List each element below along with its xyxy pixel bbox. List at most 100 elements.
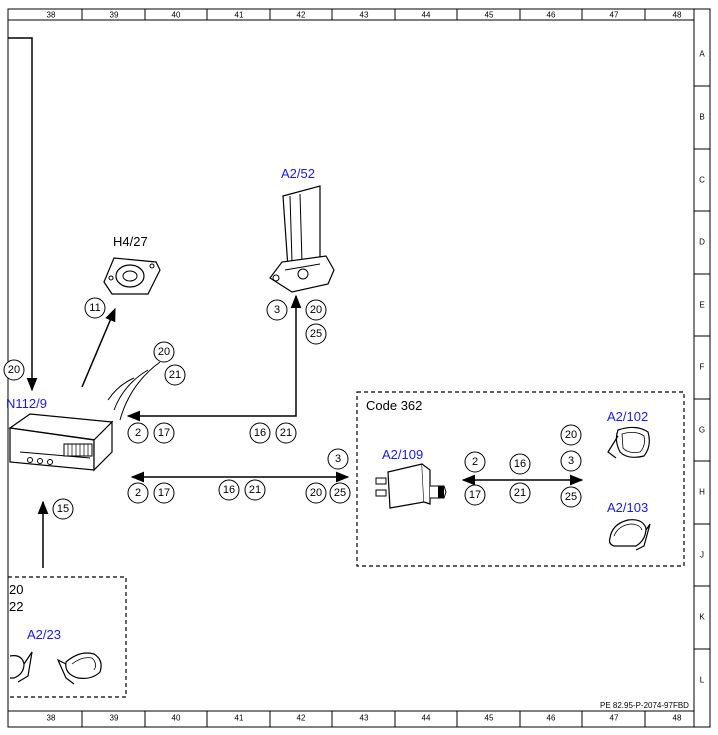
signal-number: 3 (335, 453, 341, 465)
signal-line-to-speaker (81, 307, 116, 388)
control-unit-icon (8, 413, 114, 472)
signal-bubble (84, 297, 106, 319)
column-ruler-top: 38 39 40 41 42 43 44 45 46 47 48 (47, 9, 682, 20)
row-label: B (699, 113, 704, 122)
signal-bubble (560, 486, 582, 508)
signal-bubble (305, 323, 327, 345)
row-label: F (700, 363, 705, 372)
mirror-icon (9, 651, 33, 683)
signal-bubble (275, 422, 297, 444)
signal-bubble (305, 482, 327, 504)
row-label: K (699, 613, 705, 622)
col-label: 41 (235, 11, 244, 20)
col-label: 39 (110, 11, 119, 20)
signal-bubble (327, 448, 349, 470)
col-label: 44 (422, 11, 431, 20)
row-label: L (700, 676, 705, 685)
col-label: 44 (422, 714, 431, 723)
a2-52-label: A2/52 (281, 166, 315, 181)
col-label: 48 (673, 11, 682, 20)
signal-number: 20 (158, 346, 170, 358)
col-label: 43 (360, 11, 369, 20)
speaker-icon (103, 257, 161, 295)
signal-number: 17 (158, 487, 170, 499)
col-label: 42 (297, 11, 306, 20)
incoming-signal-line (8, 37, 38, 392)
box-line: 22 (9, 599, 23, 614)
col-label: 42 (297, 714, 306, 723)
signal-number: 25 (310, 328, 322, 340)
col-label: 47 (610, 714, 619, 723)
row-ruler-right: A B C D E F G H J K L (694, 50, 710, 685)
a2-23-label: A2/23 (27, 627, 61, 642)
signal-number: 3 (274, 304, 280, 316)
signal-number: 17 (469, 489, 481, 501)
mirror-icon (607, 426, 650, 459)
signal-bubble (127, 482, 149, 504)
signal-number: 2 (135, 427, 141, 439)
signal-number: 20 (565, 429, 577, 441)
signal-bubble (153, 422, 175, 444)
antenna-module-icon (269, 185, 335, 293)
a2-103-label: A2/103 (607, 500, 648, 515)
signal-number: 21 (280, 427, 292, 439)
signal-number: 25 (565, 491, 577, 503)
code-362-label: Code 362 (366, 398, 422, 413)
border-frame (7, 8, 711, 728)
signal-bubble (329, 482, 351, 504)
col-label: 48 (673, 714, 682, 723)
signal-number: 15 (57, 503, 69, 515)
col-label: 43 (360, 714, 369, 723)
signal-number: 2 (472, 456, 478, 468)
signal-number: 3 (568, 455, 574, 467)
signal-bubble (464, 484, 486, 506)
signal-bubble (509, 453, 531, 475)
signal-bubble (305, 299, 327, 321)
row-label: G (699, 426, 705, 435)
signal-number: 2 (135, 487, 141, 499)
connection-a2-52 (126, 294, 302, 422)
h4-27-label: H4/27 (113, 234, 148, 249)
signal-number: 16 (254, 427, 266, 439)
row-label: J (700, 551, 704, 560)
signal-number: 16 (223, 484, 235, 496)
signal-bubble (464, 451, 486, 473)
a2-102-label: A2/102 (607, 409, 648, 424)
row-label: H (699, 488, 705, 497)
row-label: E (699, 301, 704, 310)
mirror-icon (608, 519, 651, 551)
signal-bubble (244, 479, 266, 501)
col-label: 38 (47, 11, 56, 20)
row-label: D (699, 238, 705, 247)
signal-bubble (560, 424, 582, 446)
signal-bubble (218, 479, 240, 501)
radio-waves-icon (107, 361, 161, 421)
lower-left-box (8, 576, 127, 698)
col-label: 45 (485, 714, 494, 723)
signal-bubble (3, 359, 25, 381)
signal-number: 25 (334, 487, 346, 499)
n112-9-label: N112/9 (6, 396, 47, 411)
col-label: 45 (485, 11, 494, 20)
signal-bubble (153, 482, 175, 504)
row-label: A (699, 50, 705, 59)
signal-bubble (127, 422, 149, 444)
row-label: C (699, 176, 705, 185)
code-362-box (356, 391, 685, 567)
signal-number: 21 (249, 484, 261, 496)
col-label: 40 (172, 11, 181, 20)
box-line: 20 (9, 582, 23, 597)
col-label: 46 (547, 11, 556, 20)
signal-bubble (249, 422, 271, 444)
col-label: 38 (47, 714, 56, 723)
col-label: 41 (235, 714, 244, 723)
signal-number: 11 (89, 302, 100, 314)
footer-reference: PE 82.95-P-2074-97FBD (600, 701, 689, 710)
signal-number: 21 (514, 487, 526, 499)
col-label: 40 (172, 714, 181, 723)
signal-number: 17 (158, 427, 170, 439)
col-label: 39 (110, 714, 119, 723)
signal-number: 21 (169, 369, 181, 381)
signal-number: 20 (310, 487, 322, 499)
